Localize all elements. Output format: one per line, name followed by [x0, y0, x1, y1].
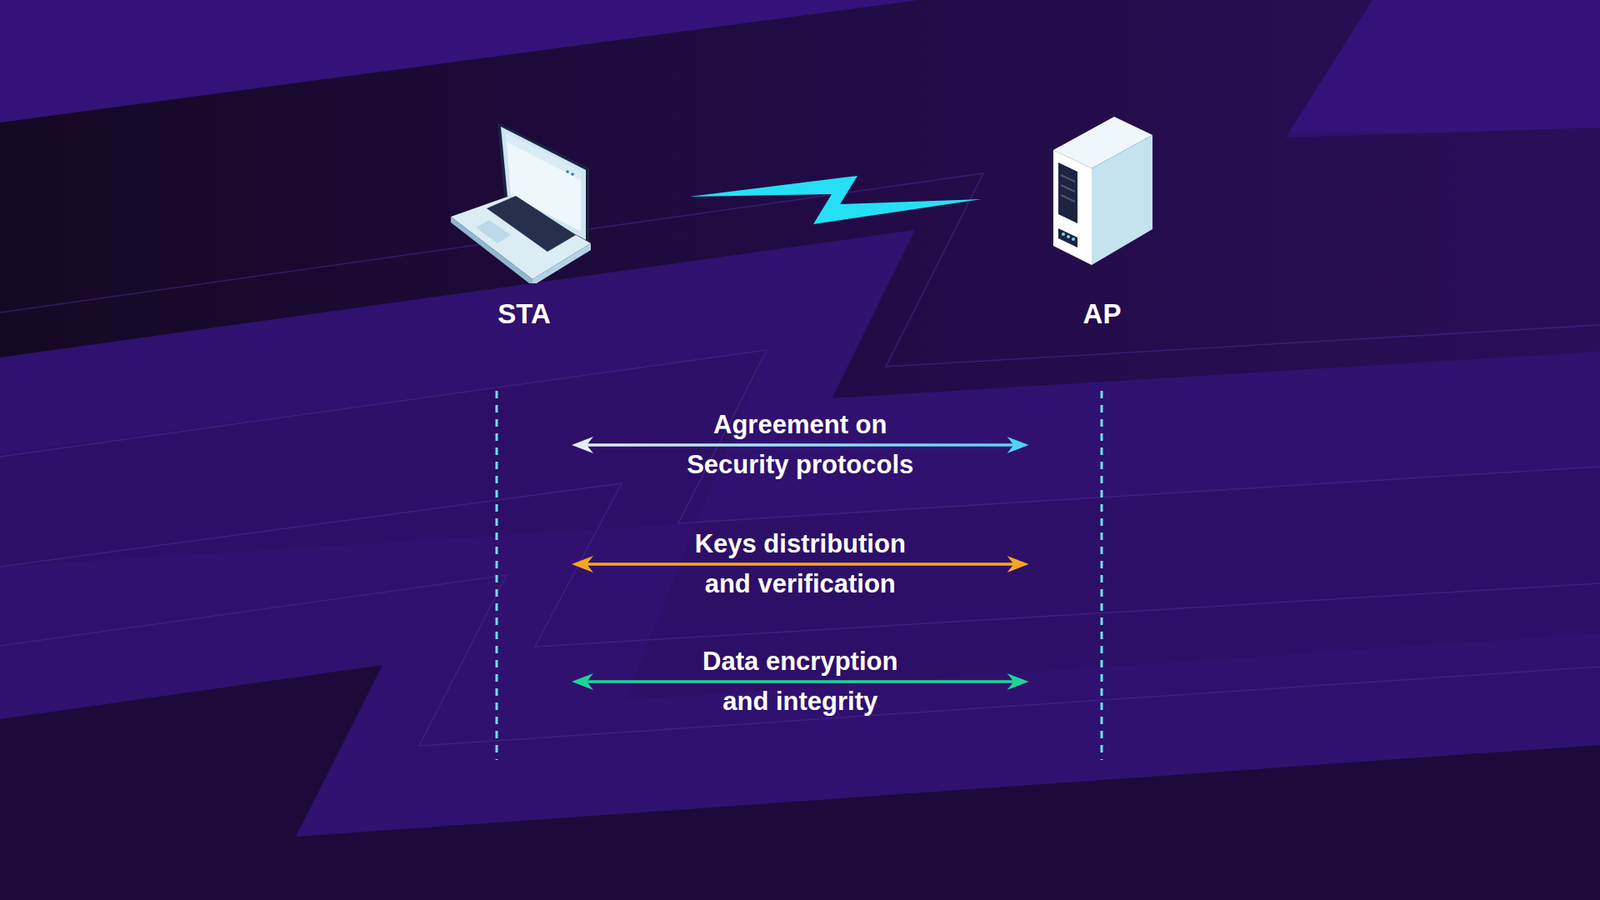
lifeline	[495, 390, 499, 760]
arrow-line	[576, 443, 1025, 447]
server-icon	[1045, 116, 1159, 284]
arrowhead	[571, 436, 594, 454]
node-label: AP	[1045, 298, 1159, 330]
node-label: STA	[440, 298, 608, 330]
arrow-label: Data encryption and integrity	[650, 641, 950, 722]
arrowhead	[571, 673, 594, 690]
arrow-line	[576, 680, 1025, 684]
station-node: AP	[1045, 116, 1159, 342]
faint-lines	[0, 173, 1600, 746]
station-node: STA	[440, 116, 608, 342]
wireless-bolt	[689, 175, 982, 225]
arrowhead	[1007, 673, 1030, 690]
dark-band	[0, 0, 1600, 399]
lifeline	[1100, 390, 1104, 760]
arrow-line	[576, 562, 1025, 566]
arrowhead	[1007, 555, 1030, 573]
arrowhead	[571, 555, 594, 573]
arrow-label: Keys distribution and verification	[650, 524, 950, 605]
arrow-label: Agreement on Security protocols	[650, 405, 950, 485]
laptop-icon	[440, 116, 608, 284]
arrowhead	[1007, 436, 1030, 454]
